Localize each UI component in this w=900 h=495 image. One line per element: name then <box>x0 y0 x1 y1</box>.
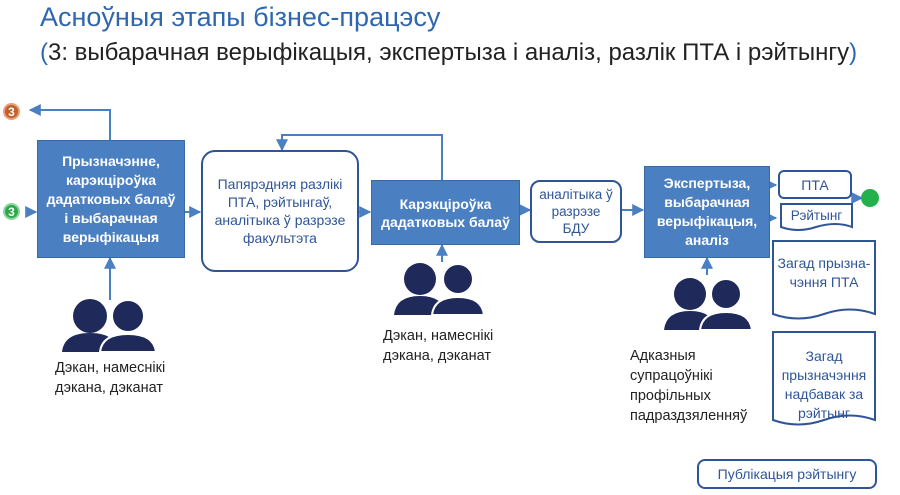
people-icon-1 <box>62 299 158 353</box>
end-marker <box>861 189 879 207</box>
assign-verify-box: Прызначэнне, карэкціроўка дадатковых бал… <box>37 140 185 258</box>
order-pta-document: Загад прызна-чэння ПТА <box>777 255 871 290</box>
pta-box: ПТА <box>778 170 852 199</box>
people-icons <box>62 263 754 353</box>
process-in-marker: 3 <box>3 203 20 220</box>
document-shape-rating <box>780 203 853 231</box>
people-icon-2 <box>394 263 486 316</box>
arrow-correct-loop <box>276 134 443 180</box>
expertise-box: Экспертыза, выбарачная верыфікацыя, анал… <box>644 166 770 258</box>
actor-label-1: Дэкан, намеснікі дэкана, дэканат <box>55 360 166 396</box>
subtitle-open-paren: ( <box>40 39 48 66</box>
correction-box: Карэкціроўка дадатковых балаў <box>371 180 520 245</box>
people-icon-3 <box>664 278 754 331</box>
document-shape-order-bonus <box>772 331 876 426</box>
page-title: Асноўныя этапы бізнес-працэсу <box>40 2 441 32</box>
subtitle-close-paren: ) <box>849 39 858 66</box>
actor-label-3: Адказныя супрацоўнікі профільных падразд… <box>630 348 748 424</box>
arrow-to-out-marker <box>28 104 111 140</box>
rating-document: Рэйтынг <box>790 208 843 223</box>
process-out-marker: 3 <box>3 103 20 120</box>
subtitle-text: 3: выбарачная верыфікацыя, экспертыза і … <box>48 39 850 66</box>
document-shape-order-pta <box>772 240 876 320</box>
prelim-calc-box: Папярэдняя разлікі ПТА, рэйтынгаў, аналі… <box>201 150 359 272</box>
publish-rating-box: Публікацыя рэйтынгу <box>697 459 877 489</box>
page-subtitle: (3: выбарачная верыфікацыя, экспертыза і… <box>40 38 870 67</box>
order-bonus-document: Загад прызначэння надбавак за рэйтынг <box>781 348 867 421</box>
actor-label-2: Дэкан, намеснікі дэкана, дэканат <box>383 328 494 364</box>
analytics-bdu-box: аналітыка ў разрэзе БДУ <box>530 180 622 243</box>
